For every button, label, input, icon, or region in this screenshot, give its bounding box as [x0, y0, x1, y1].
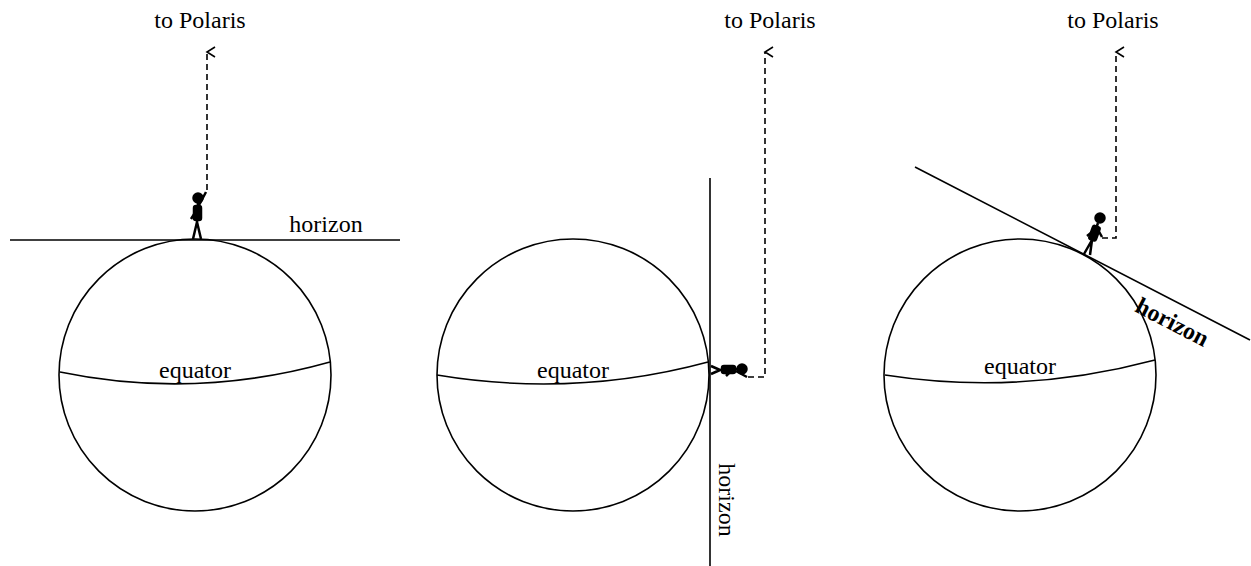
earth-circle: equator	[58, 238, 332, 512]
observer-figure	[191, 192, 206, 239]
direction-label: to Polaris	[1067, 8, 1158, 32]
horizon-label: horizon	[715, 463, 739, 536]
equator-label: equator	[984, 354, 1056, 378]
observer-figure	[711, 365, 747, 378]
sight-line	[748, 52, 765, 377]
direction-label: to Polaris	[154, 8, 245, 32]
sight-line	[1102, 52, 1116, 238]
horizon-label: horizon	[1132, 293, 1213, 350]
direction-label: to Polaris	[724, 8, 815, 32]
equator-label: equator	[159, 358, 231, 382]
earth-circle: equator	[436, 238, 710, 512]
sight-line	[206, 52, 208, 190]
equator-label: equator	[537, 358, 609, 382]
observer-figure	[1084, 214, 1105, 256]
earth-circle: equator	[883, 238, 1157, 512]
horizon-label: horizon	[289, 212, 362, 236]
